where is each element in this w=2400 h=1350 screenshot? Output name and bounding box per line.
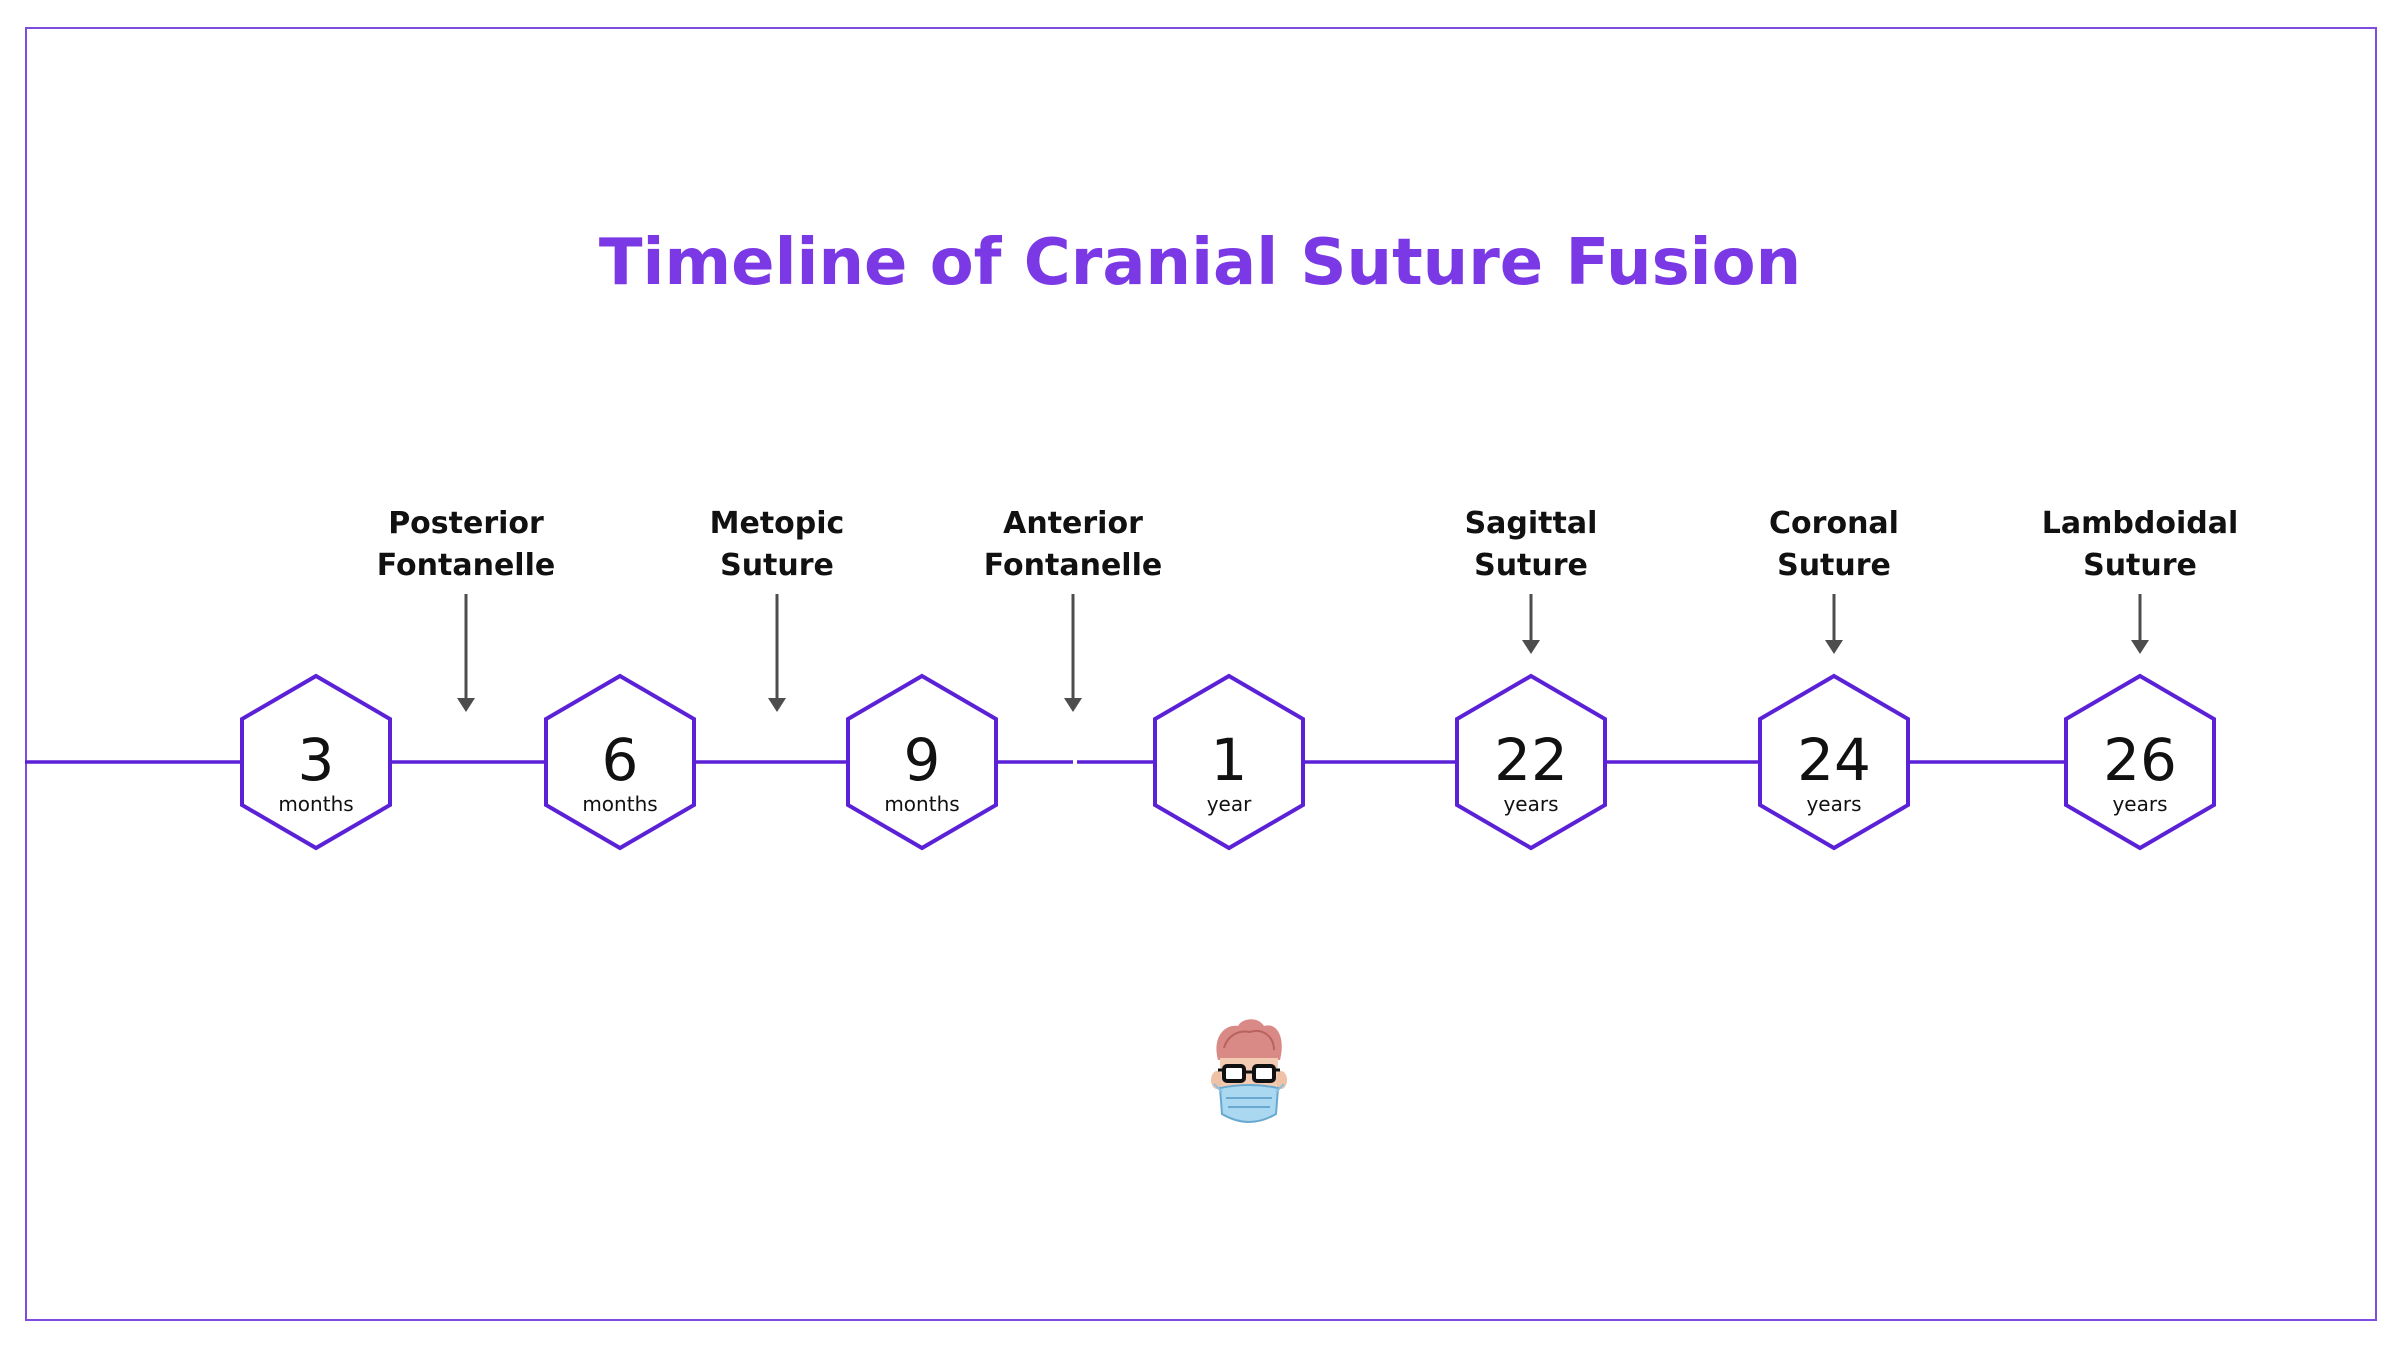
milestone-unit: months xyxy=(884,792,959,816)
hexagon-shape xyxy=(2064,673,2216,851)
milestone-unit: years xyxy=(2112,792,2167,816)
milestone-value: 3 xyxy=(298,726,335,794)
milestone-value: 24 xyxy=(1797,726,1871,794)
milestone-unit: months xyxy=(582,792,657,816)
milestone-value: 1 xyxy=(1211,726,1248,794)
arrowhead-icon xyxy=(1825,640,1843,654)
event-label-line1: Sagittal xyxy=(1465,506,1598,541)
arrowhead-icon xyxy=(768,698,786,712)
event-label-line2: Suture xyxy=(1777,548,1891,583)
event-label-line1: Posterior xyxy=(388,506,544,541)
hexagon-shape xyxy=(1758,673,1910,851)
hexagon-shape xyxy=(240,673,392,851)
arrowhead-icon xyxy=(2131,640,2149,654)
milestone-value: 22 xyxy=(1494,726,1568,794)
hexagon-shape xyxy=(544,673,696,851)
hexagon-shape xyxy=(846,673,998,851)
masked-doctor-avatar-icon xyxy=(1211,1019,1287,1123)
arrowhead-icon xyxy=(1064,698,1082,712)
event-label-line1: Anterior xyxy=(1003,506,1143,541)
arrowhead-icon xyxy=(1522,640,1540,654)
event-label-line2: Suture xyxy=(1474,548,1588,583)
event-label-line1: Lambdoidal xyxy=(2042,506,2238,541)
milestone-value: 26 xyxy=(2103,726,2177,794)
slide-border xyxy=(25,27,2377,1321)
milestone-unit: year xyxy=(1207,792,1252,816)
milestone-value: 6 xyxy=(602,726,639,794)
arrowhead-icon xyxy=(457,698,475,712)
milestone-unit: months xyxy=(278,792,353,816)
hexagon-shape xyxy=(1153,673,1305,851)
event-label-line1: Coronal xyxy=(1769,506,1899,541)
event-label-line2: Fontanelle xyxy=(377,548,555,583)
event-label-line2: Suture xyxy=(720,548,834,583)
event-label-line1: Metopic xyxy=(710,506,845,541)
event-label-line2: Fontanelle xyxy=(984,548,1162,583)
event-label-line2: Suture xyxy=(2083,548,2197,583)
timeline-axis xyxy=(25,758,2066,764)
milestone-hexagons: 3months6months9months1year22years24years… xyxy=(240,673,2216,851)
hexagon-shape xyxy=(1455,673,1607,851)
milestone-value: 9 xyxy=(904,726,941,794)
milestone-unit: years xyxy=(1806,792,1861,816)
page-title: Timeline of Cranial Suture Fusion xyxy=(598,226,1802,300)
milestone-unit: years xyxy=(1503,792,1558,816)
